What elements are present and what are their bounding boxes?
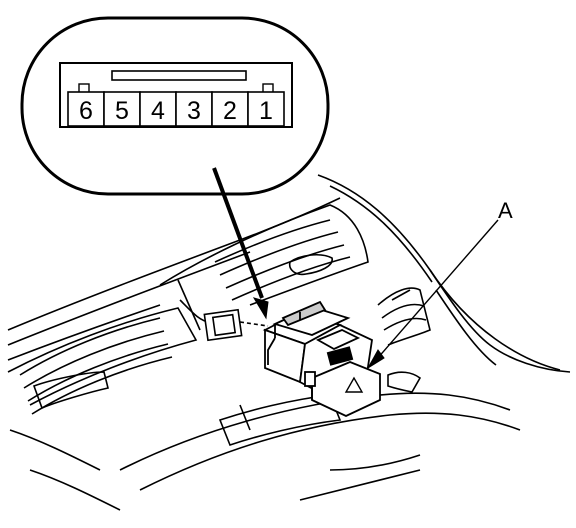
hazard-switch-assembly xyxy=(262,300,381,417)
connector-lock-tab xyxy=(111,70,247,81)
pin-cell: 5 xyxy=(103,91,141,127)
pin-number: 4 xyxy=(151,97,165,125)
callout-label-a: A xyxy=(498,198,513,223)
pin-number: 2 xyxy=(223,97,237,125)
wire-harness xyxy=(179,299,269,342)
connector-pin-row: 6 5 4 3 2 1 xyxy=(67,91,285,127)
pin-cell: 3 xyxy=(175,91,213,127)
pin-number: 6 xyxy=(79,97,93,125)
leader-lines xyxy=(212,167,499,369)
pin-cell: 2 xyxy=(211,91,249,127)
pin-number: 1 xyxy=(259,97,273,125)
pin-cell: 1 xyxy=(247,91,285,127)
dashboard-panel xyxy=(7,174,571,511)
pin-number: 3 xyxy=(187,97,201,125)
hazard-triangle-icon xyxy=(344,376,364,393)
pin-cell: 6 xyxy=(67,91,105,127)
pin-cell: 4 xyxy=(139,91,177,127)
pin-number: 5 xyxy=(115,97,129,125)
connector-detail-bubble: 6 5 4 3 2 1 xyxy=(20,16,330,196)
